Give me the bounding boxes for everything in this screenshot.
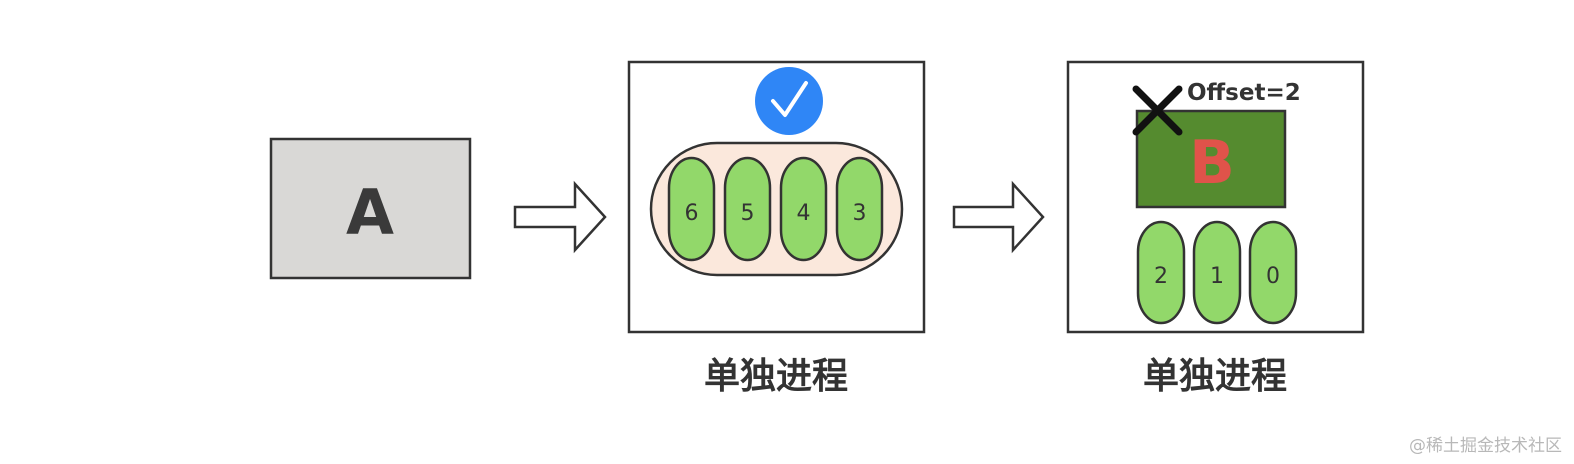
box-b-label: B <box>1189 128 1235 198</box>
message-list-1: 6 5 4 3 <box>667 156 884 262</box>
message-number: 2 <box>1154 264 1168 289</box>
watermark: @稀土掘金技术社区 <box>1409 436 1562 456</box>
process-2-caption: 单独进程 <box>1143 356 1287 397</box>
arrow-right-1 <box>513 180 607 254</box>
process-2: B Offset=2 2 1 0 单独进程 <box>1066 60 1365 397</box>
message-number: 3 <box>853 201 867 226</box>
message-list-2: 2 1 0 <box>1136 220 1298 325</box>
message-item: 3 <box>835 156 884 262</box>
box-a: A <box>269 137 472 280</box>
message-number: 5 <box>741 201 755 226</box>
arrow-right-2 <box>952 180 1045 254</box>
message-item: 5 <box>723 156 772 262</box>
message-item: 1 <box>1192 220 1242 325</box>
x-mark-icon <box>1132 85 1183 136</box>
message-item: 0 <box>1248 220 1298 325</box>
check-circle-icon <box>755 67 823 135</box>
message-item: 6 <box>667 156 716 262</box>
process-1-caption: 单独进程 <box>704 356 848 397</box>
process-1: 6 5 4 3 单独进程 <box>627 60 926 397</box>
message-item: 4 <box>779 156 828 262</box>
message-item: 2 <box>1136 220 1186 325</box>
offset-label: Offset=2 <box>1187 80 1301 106</box>
box-a-rect <box>269 137 472 280</box>
box-b-rect <box>1135 109 1287 209</box>
message-number: 1 <box>1210 264 1224 289</box>
message-number: 0 <box>1266 264 1280 289</box>
box-b: B <box>1135 109 1287 209</box>
message-number: 6 <box>685 201 699 226</box>
box-a-label: A <box>346 176 394 249</box>
message-number: 4 <box>797 201 811 226</box>
